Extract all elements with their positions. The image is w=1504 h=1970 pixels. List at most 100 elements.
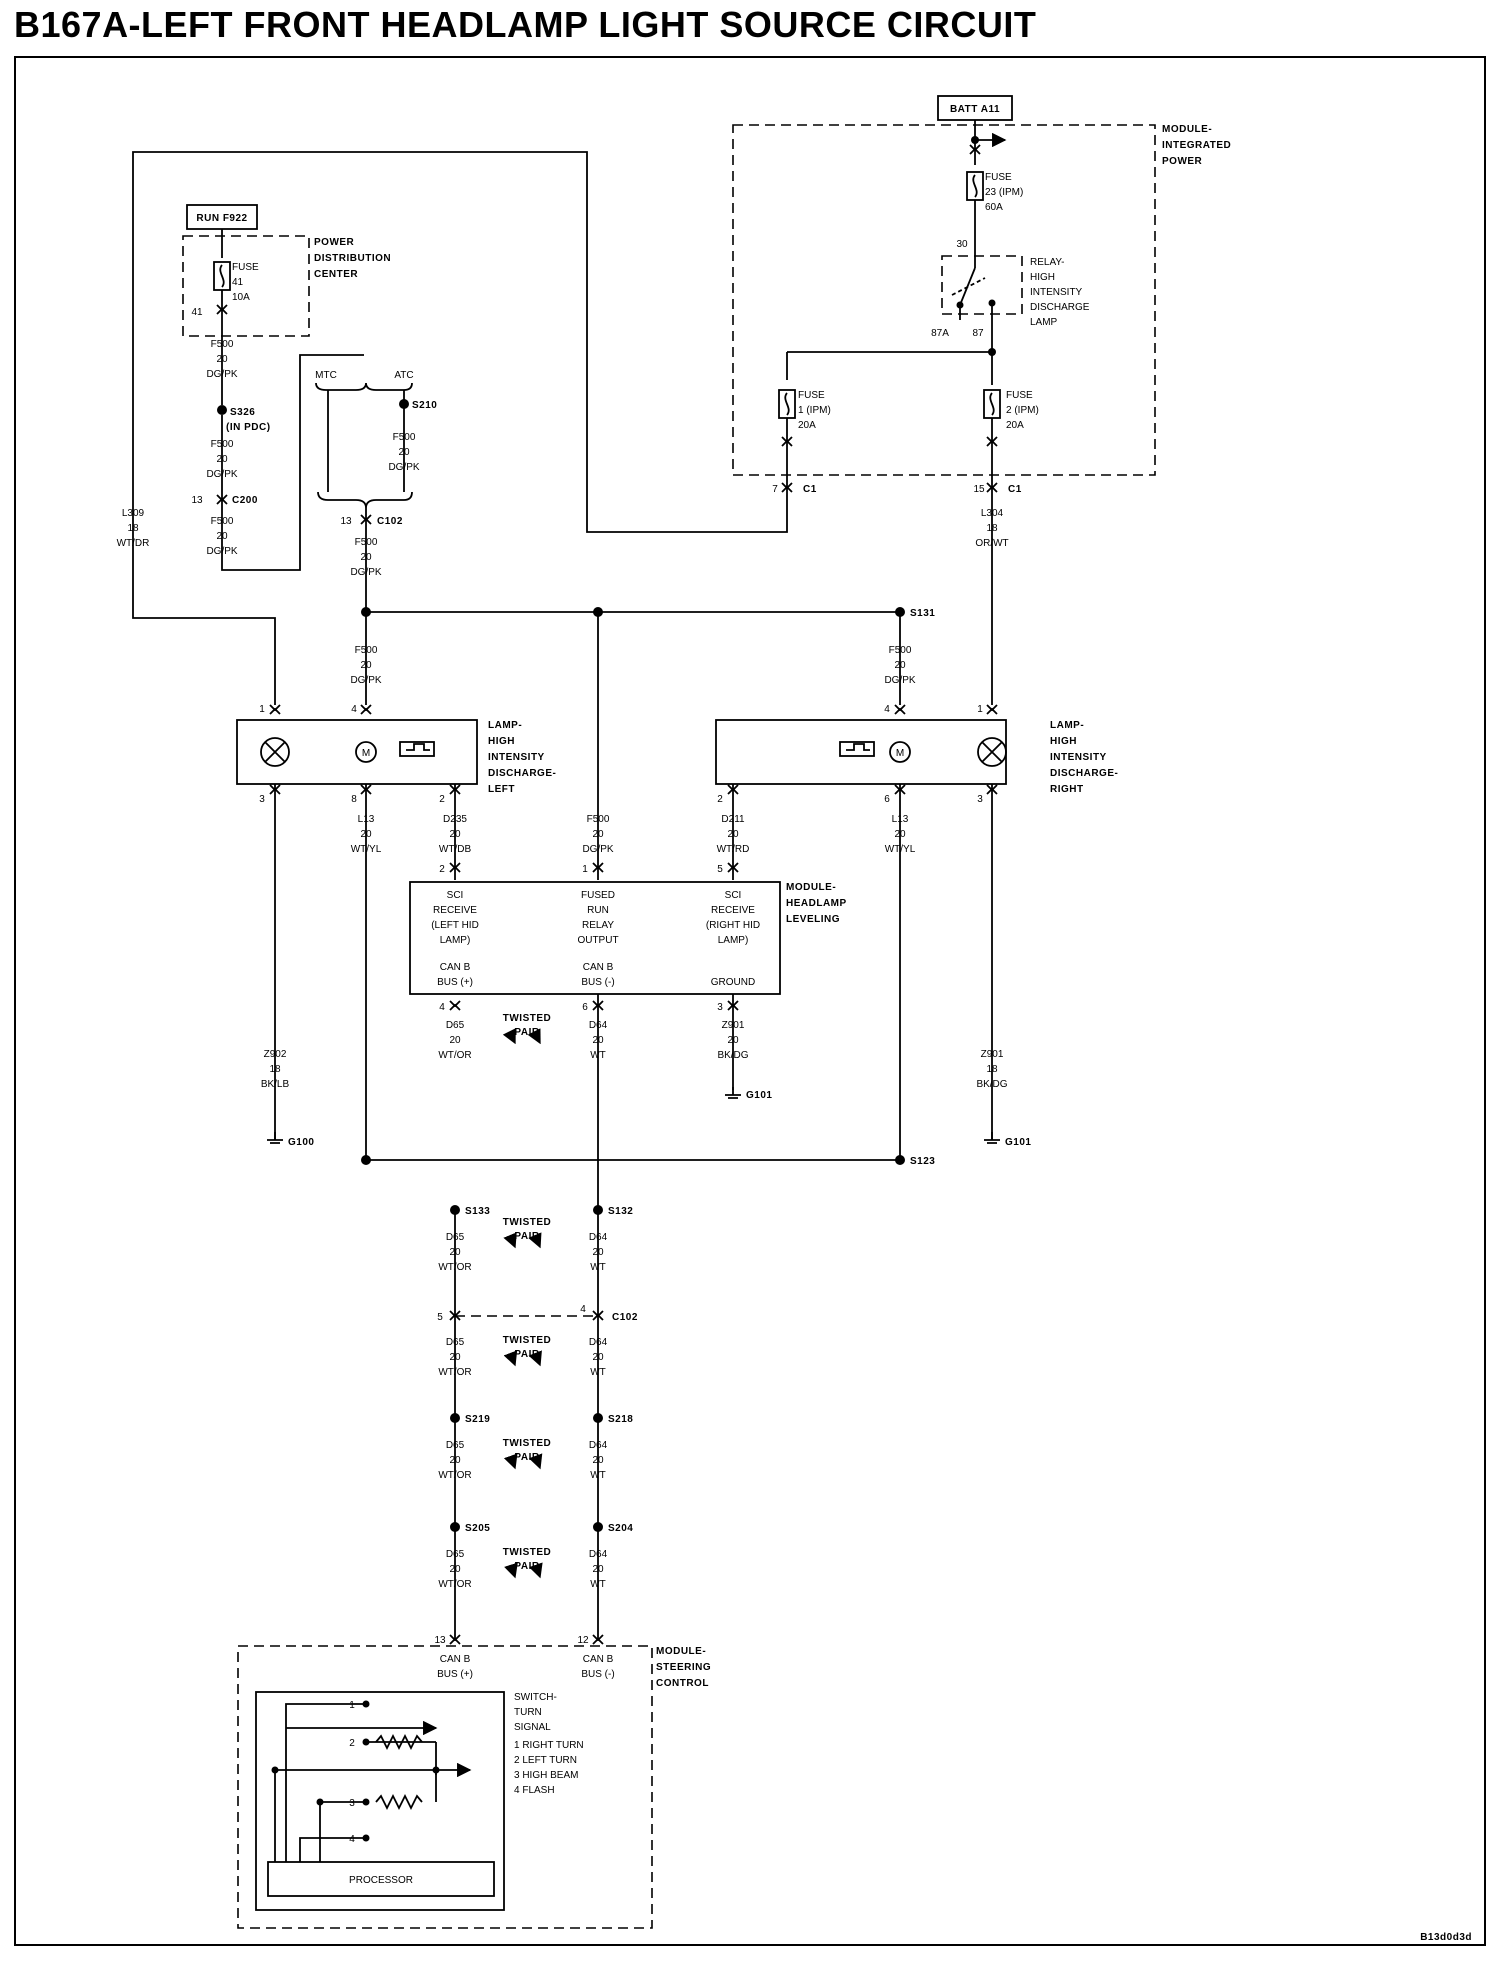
d64-label-2: 20: [592, 1247, 604, 1258]
switch-pin-4: 4: [349, 1834, 355, 1845]
s218-label: S218: [608, 1414, 633, 1425]
hl-module-label: LEVELING: [786, 914, 840, 925]
hl-sci-left: RECEIVE: [433, 905, 477, 916]
hl-sci-right: SCI: [725, 890, 742, 901]
d65-label-5: 20: [449, 1564, 461, 1575]
hl-canb-plus: BUS (+): [437, 977, 473, 988]
d235-label: WT/DB: [439, 844, 472, 855]
d65-label-2: D65: [446, 1232, 465, 1243]
components-layer: [182, 95, 1156, 1929]
ground-g101-module: [725, 1087, 741, 1099]
diagram-frame: [14, 56, 1486, 1946]
wire: [285, 1703, 366, 1862]
hl-sci-left: SCI: [447, 890, 464, 901]
hl-module-box: [409, 881, 781, 995]
hl-sci-right: LAMP): [718, 935, 749, 946]
d65-label-4: D65: [446, 1440, 465, 1451]
f500-c102-label: 20: [360, 552, 372, 563]
twisted-pair-label-5: TWISTED: [503, 1547, 552, 1558]
left-leveling-actuator: [399, 741, 435, 757]
lamp-right-label: HIGH: [1050, 736, 1077, 747]
fuse-1-label: 20A: [798, 420, 816, 431]
splice-s205: [450, 1522, 460, 1532]
rl-pin-2: 2: [717, 794, 723, 805]
hl-conn-1: [592, 862, 604, 873]
sc-conn-12: [592, 1634, 604, 1645]
fuse-41-symbol-element: [219, 264, 225, 288]
splice-s326: [217, 405, 227, 415]
s326-note: (IN PDC): [226, 422, 271, 433]
f500-left-label: DG/PK: [350, 675, 381, 686]
f500-module-label: 20: [592, 829, 604, 840]
c200-pin-13: 13: [191, 495, 203, 506]
fuse-1-label: FUSE: [798, 390, 825, 401]
fuse1-conn: [781, 436, 793, 447]
f500-c-label: 20: [216, 531, 228, 542]
page-title: B167A-LEFT FRONT HEADLAMP LIGHT SOURCE C…: [14, 4, 1037, 45]
ll-conn-2: [449, 784, 461, 795]
l304-label: OR/WT: [975, 538, 1008, 549]
d65-label-3: D65: [446, 1337, 465, 1348]
f500-right-label: DG/PK: [884, 675, 915, 686]
d64-label-1: 20: [592, 1035, 604, 1046]
z901-module-label: Z901: [722, 1020, 745, 1031]
relay-label: DISCHARGE: [1030, 302, 1090, 313]
hl-module-label: MODULE-: [786, 882, 836, 893]
switch-pin-2: 2: [349, 1738, 355, 1749]
z901-module-label: 20: [727, 1035, 739, 1046]
lamp-right-box: [715, 719, 1007, 785]
hl-sci-right: (RIGHT HID: [706, 920, 760, 931]
z901-module-label: BK/DG: [717, 1050, 748, 1061]
bus-dot-left: [361, 607, 371, 617]
ll-conn-3: [269, 784, 281, 795]
f500-c102-label: F500: [355, 537, 378, 548]
splice-s218: [593, 1413, 603, 1423]
ll-pin-3: 3: [259, 794, 265, 805]
s123-label: S123: [910, 1156, 935, 1167]
ground-g101-right: [984, 1132, 1000, 1144]
l13-left-label: 20: [360, 829, 372, 840]
s219-label: S219: [465, 1414, 490, 1425]
f500-c102-label: DG/PK: [350, 567, 381, 578]
hl-canb-minus: BUS (-): [581, 977, 614, 988]
f500-a-label: F500: [211, 339, 234, 350]
lamp-left-label: DISCHARGE-: [488, 768, 556, 779]
lamp-left-label: HIGH: [488, 736, 515, 747]
l13-right-label: 20: [894, 829, 906, 840]
run-f922-box: [186, 204, 258, 230]
resistor-2: [375, 1733, 423, 1751]
z902-label: BK/LB: [261, 1079, 290, 1090]
fuse-41-label: FUSE: [232, 262, 259, 273]
hl-fused-run: OUTPUT: [577, 935, 618, 946]
fuse-2-symbol-element: [989, 392, 995, 416]
batt-a11-label: BATT A11: [950, 104, 1000, 115]
steering-label: CONTROL: [656, 1678, 709, 1689]
lamp-right-label: INTENSITY: [1050, 752, 1107, 763]
twisted-pair-label-4: PAIR: [514, 1452, 539, 1463]
d64-label-3: WT: [590, 1367, 606, 1378]
batt-conn: [969, 144, 981, 155]
rl-conn-2: [727, 784, 739, 795]
d65-label-4: 20: [449, 1455, 461, 1466]
switch-items: 4 FLASH: [514, 1785, 555, 1796]
fuse-23-label: 23 (IPM): [985, 187, 1023, 198]
option-join-bracket: [317, 491, 413, 509]
hl-conn-3: [727, 1000, 739, 1011]
c1-15-conn: [986, 482, 998, 493]
z902-label: 18: [269, 1064, 281, 1075]
hl-conn-2: [449, 862, 461, 873]
sc-pin-12: 12: [577, 1635, 589, 1646]
fuse-41-label: 10A: [232, 292, 250, 303]
s132-label: S132: [608, 1206, 633, 1217]
l13-left-label: L13: [358, 814, 375, 825]
steering-label: STEERING: [656, 1662, 711, 1673]
l309-label: 18: [127, 523, 139, 534]
twisted-pair-label-1: TWISTED: [503, 1013, 552, 1024]
fuse-23-symbol-element: [972, 174, 978, 198]
s205-label: S205: [465, 1523, 490, 1534]
twisted-pair-label-4: TWISTED: [503, 1438, 552, 1449]
splice-s204: [593, 1522, 603, 1532]
rl-pin-4: 4: [884, 704, 890, 715]
ll-conn-8: [360, 784, 372, 795]
relay-label: LAMP: [1030, 317, 1058, 328]
